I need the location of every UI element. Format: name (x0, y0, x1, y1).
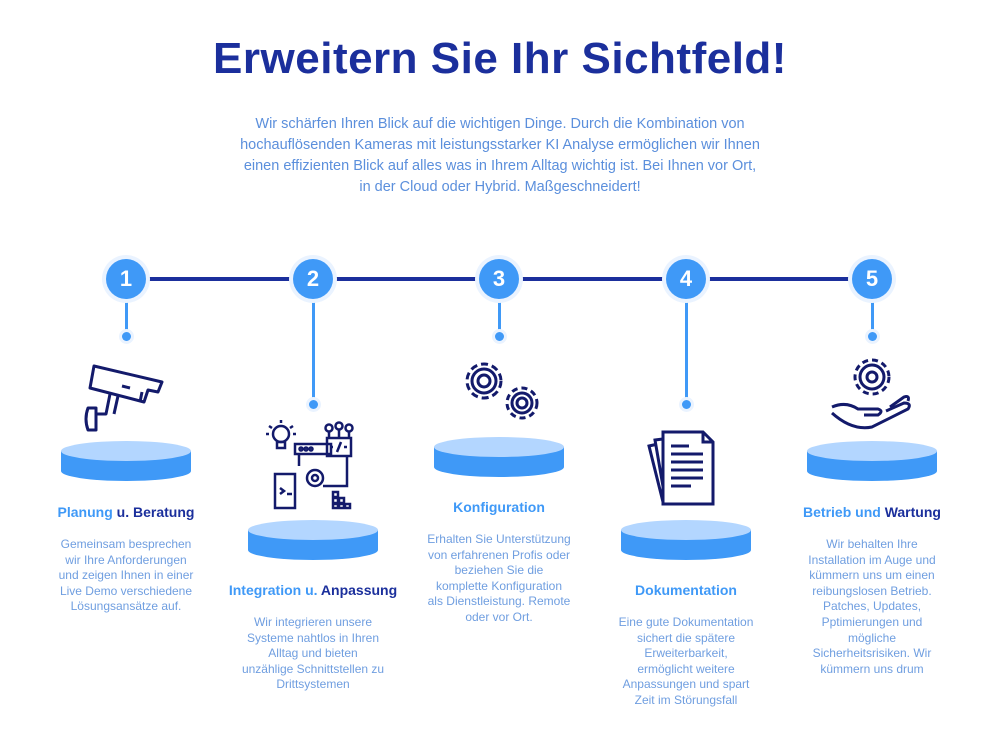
step-title-rest: Wartung (884, 504, 941, 520)
step-connector-dot (681, 399, 691, 409)
step-connector (684, 298, 688, 404)
step-platform (434, 437, 564, 477)
step-platform (248, 520, 378, 560)
step-title-highlight: Konfiguration (453, 499, 545, 515)
step-description-line: Zeit im Störungsfall (634, 692, 738, 707)
step-title-rest: u. Beratung (112, 504, 195, 520)
step-title-highlight: Dokumentation (635, 582, 737, 598)
step-description-line: Sicherheitsrisiken. Wir (812, 646, 932, 661)
step-connector (497, 298, 501, 336)
step-description-line: Lösungsansätze auf. (70, 599, 182, 614)
step-description-line: von erfahrenen Profis oder (427, 547, 571, 562)
documents-icon (643, 428, 727, 517)
step-description-line: mögliche (847, 630, 897, 645)
step-platform (61, 441, 191, 481)
step-description-line: und zeigen Ihnen in einer (58, 568, 194, 583)
step-title-highlight: Integration u. (228, 582, 321, 598)
step-connector (870, 298, 874, 336)
step-title-highlight: Betrieb und (803, 504, 885, 520)
step-description-line: ermöglicht weitere (637, 661, 735, 676)
hand-gear-icon (828, 355, 918, 442)
step-description-line: Eine gute Dokumentation (618, 615, 754, 629)
step-title: Dokumentation (576, 582, 796, 598)
step-connector-dot (494, 331, 504, 341)
step-description-line: Drittsystemen (276, 677, 350, 692)
step-connector-dot (867, 331, 877, 341)
step-title-rest: Anpassung (320, 582, 398, 598)
step-description-line: Erweiterbarkeit, (644, 646, 728, 661)
step-title: Planung u. Beratung (16, 504, 236, 520)
step-description-line: Anpassungen und spart (622, 677, 750, 692)
step-description-line: Alltag und bieten (268, 646, 358, 661)
step-connector (311, 298, 315, 404)
step-number-badge: 4 (666, 259, 706, 299)
step-platform (621, 520, 751, 560)
intro-line: Wir schärfen Ihren Blick auf die wichtig… (255, 116, 745, 132)
step-description-line: Systeme nahtlos in Ihren (246, 630, 380, 645)
step-number-badge: 3 (479, 259, 519, 299)
step-description-line: Installation im Auge und (808, 552, 936, 567)
step-title: Konfiguration (389, 499, 609, 515)
step-title: Integration u. Anpassung (203, 582, 423, 598)
step-description-line: Wir integrieren unsere (253, 615, 373, 629)
step-description-line: sichert die spätere (636, 630, 736, 645)
step-connector (124, 298, 128, 336)
intro-text: Wir schärfen Ihren Blick auf die wichtig… (200, 114, 800, 198)
step-description-line: wir Ihre Anforderungen (65, 552, 187, 567)
security-camera-icon (82, 358, 172, 443)
step-description-line: Live Demo verschiedene (59, 583, 193, 598)
intro-line: hochauflösenden Kameras mit leistungssta… (240, 137, 760, 153)
step-description-line: reibungslosen Betrieb. (812, 583, 932, 598)
step-description-line: Wir behalten Ihre (826, 537, 918, 551)
step-title-highlight: Planung (57, 504, 113, 520)
step-description-line: beziehen Sie die (454, 563, 544, 578)
step-platform (807, 441, 937, 481)
step-number-badge: 1 (106, 259, 146, 299)
step-description-line: kümmern uns um einen (809, 568, 935, 583)
step-description-line: Erhalten Sie Unterstützung (427, 532, 571, 546)
integration-icon (263, 418, 363, 515)
step-description-line: Gemeinsam besprechen (60, 537, 192, 551)
step-description-line: Pptimierungen und (821, 614, 923, 629)
page-title: Erweitern Sie Ihr Sichtfeld! (213, 34, 787, 83)
step-description-line: unzählige Schnittstellen zu (241, 661, 385, 676)
step-description-line: Patches, Updates, (822, 599, 922, 614)
step-description-line: kümmern uns drum (820, 661, 924, 676)
step-connector-dot (121, 331, 131, 341)
intro-line: in der Cloud oder Hybrid. Maßgeschneider… (359, 179, 641, 195)
step-number-badge: 2 (293, 259, 333, 299)
step-connector-dot (308, 399, 318, 409)
step-description-line: komplette Konfiguration (435, 578, 563, 593)
gears-icon (452, 353, 548, 434)
step-title: Betrieb und Wartung (762, 504, 982, 520)
step-description-line: als Dienstleistung. Remote (427, 594, 571, 609)
step-number-badge: 5 (852, 259, 892, 299)
step-description-line: oder vor Ort. (465, 609, 533, 624)
intro-line: einen effizienten Blick auf alles was in… (243, 158, 757, 174)
